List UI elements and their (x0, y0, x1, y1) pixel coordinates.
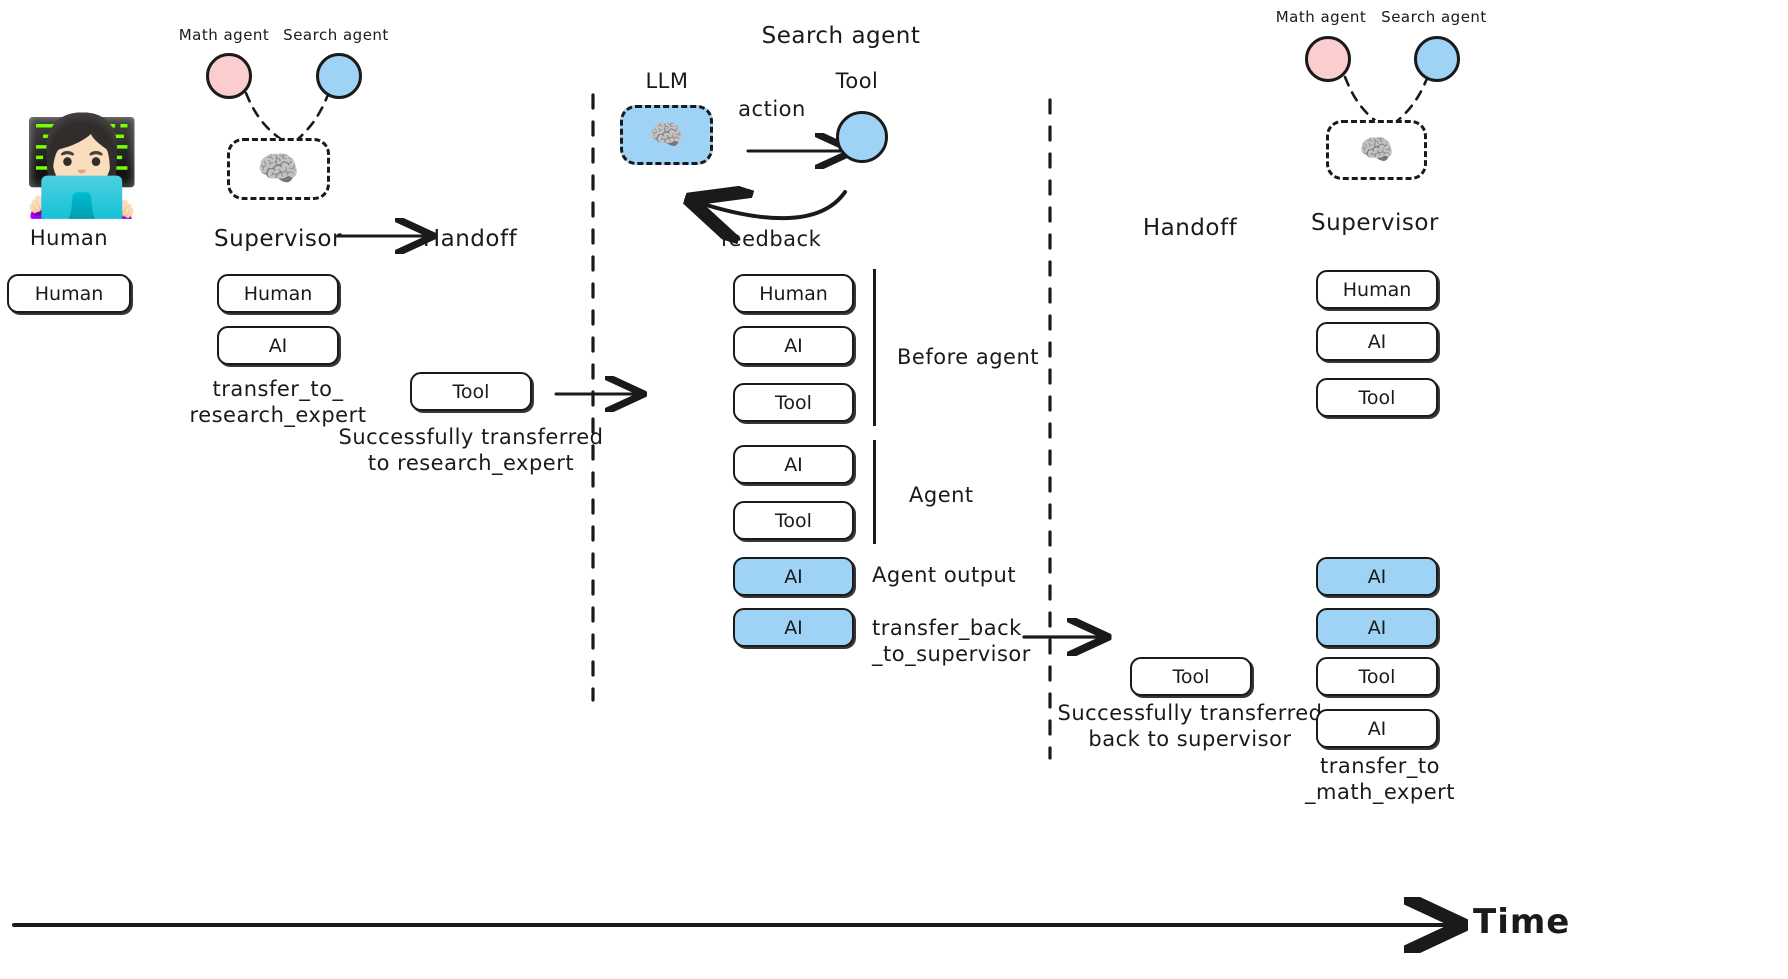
message-pill-human-left[interactable]: Human (7, 274, 131, 313)
math-agent-label-right: Math agent (1275, 8, 1367, 26)
successfully-transferred-caption-left: Successfully transferred to research_exp… (338, 425, 604, 475)
llm-label: LLM (645, 69, 689, 93)
human-person-icon: 👩🏻‍💻 (22, 110, 142, 222)
feedback-label: feedback (720, 227, 822, 251)
message-pill-tool-before-agent[interactable]: Tool (733, 383, 854, 422)
supervisor-label-left: Supervisor (214, 226, 342, 252)
brain-icon: 🧠 (257, 149, 300, 189)
math-agent-circle-right[interactable] (1305, 36, 1351, 82)
message-pill-ai-right-3[interactable]: AI (1316, 608, 1438, 647)
time-axis-label: Time (1473, 902, 1571, 942)
message-pill-ai-right-1[interactable]: AI (1316, 322, 1438, 361)
message-pill-ai-agent[interactable]: AI (733, 445, 854, 484)
search-agent-circle-right[interactable] (1414, 36, 1460, 82)
handoff-label-left: Handoff (422, 226, 518, 252)
math-agent-label-left: Math agent (178, 26, 270, 44)
message-pill-tool-handoff-right[interactable]: Tool (1130, 657, 1252, 696)
before-agent-bracket (873, 269, 876, 426)
message-pill-human-agent[interactable]: Human (733, 274, 854, 313)
action-label: action (738, 97, 806, 121)
message-pill-ai-agent-output[interactable]: AI (733, 557, 854, 596)
supervisor-box-left[interactable]: 🧠 (227, 138, 330, 200)
llm-box[interactable]: 🧠 (620, 105, 713, 165)
tool-label-search-agent: Tool (835, 69, 879, 93)
transfer-to-research-expert-caption: transfer_to_ research_expert (189, 377, 367, 427)
message-pill-ai-right-2[interactable]: AI (1316, 557, 1438, 596)
human-caption: Human (29, 226, 109, 250)
message-pill-ai-transfer-back[interactable]: AI (733, 608, 854, 647)
search-agent-circle-left[interactable] (316, 53, 362, 99)
message-pill-tool-right-2[interactable]: Tool (1316, 657, 1438, 696)
search-agent-label-left: Search agent (283, 26, 389, 44)
handoff-label-right: Handoff (1142, 215, 1238, 241)
before-agent-group-label: Before agent (897, 345, 1039, 369)
message-pill-tool-handoff-left[interactable]: Tool (410, 372, 532, 411)
supervisor-box-right[interactable]: 🧠 (1326, 120, 1427, 180)
tool-circle-search-agent[interactable] (836, 111, 888, 163)
brain-icon: 🧠 (1359, 133, 1394, 166)
brain-icon: 🧠 (649, 118, 684, 151)
agent-group-label: Agent (909, 483, 974, 507)
math-agent-circle-left[interactable] (206, 53, 252, 99)
supervisor-label-right: Supervisor (1311, 210, 1439, 236)
transfer-back-to-supervisor-label: transfer_back _to_supervisor (872, 616, 1031, 666)
message-pill-tool-right-1[interactable]: Tool (1316, 378, 1438, 417)
message-pill-ai-supervisor[interactable]: AI (217, 326, 339, 365)
message-pill-tool-agent[interactable]: Tool (733, 501, 854, 540)
agent-bracket (873, 440, 876, 544)
message-pill-ai-before-agent[interactable]: AI (733, 326, 854, 365)
message-pill-human-right[interactable]: Human (1316, 270, 1438, 309)
search-agent-panel-title: Search agent (761, 23, 921, 49)
transfer-to-math-expert-caption: transfer_to _math_expert (1305, 754, 1455, 804)
successfully-transferred-caption-right: Successfully transferred back to supervi… (1057, 701, 1323, 751)
message-pill-ai-right-4[interactable]: AI (1316, 709, 1438, 748)
agent-output-label: Agent output (872, 563, 1017, 587)
search-agent-label-right: Search agent (1381, 8, 1487, 26)
message-pill-human-supervisor[interactable]: Human (217, 274, 339, 313)
